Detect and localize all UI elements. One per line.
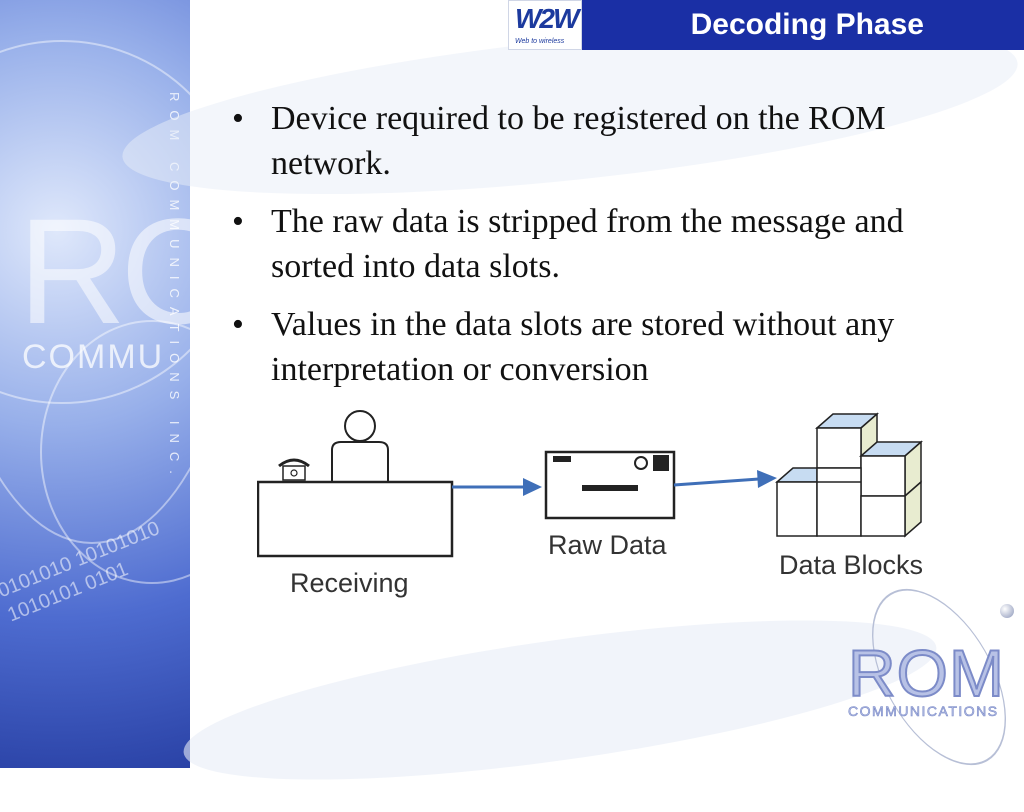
bullet-dot: •	[232, 203, 244, 240]
bullet-text: Device required to be registered on the …	[271, 100, 886, 182]
bullet-item: • The raw data is stripped from the messa…	[226, 199, 966, 289]
vertical-company-text: ROM COMMUNICATIONS INC.	[167, 92, 182, 483]
rom-logo-subtitle: COMMUNICATIONS	[848, 703, 999, 720]
arrow-icon	[452, 478, 542, 496]
logo-tagline: Web to wireless	[515, 38, 565, 45]
company-logo: W2W Web to wireless	[508, 0, 582, 50]
decoding-diagram: Receiving Raw Data Data Blocks	[256, 410, 939, 606]
person-icon	[331, 410, 389, 482]
raw-data-envelope-icon	[544, 450, 676, 520]
data-blocks-label: Data Blocks	[779, 550, 924, 580]
bullet-list: • Device required to be registered on the…	[226, 96, 966, 405]
title-bar: Decoding Phase	[582, 0, 1024, 50]
bullet-text: Values in the data slots are stored with…	[271, 306, 895, 388]
watermark-word: COMMU	[22, 338, 165, 376]
bullet-text: The raw data is stripped from the messag…	[271, 203, 904, 285]
bullet-item: • Device required to be registered on the…	[226, 96, 966, 186]
rom-logo-sphere	[1000, 604, 1014, 618]
bullet-item: • Values in the data slots are stored wit…	[226, 302, 966, 392]
left-decorative-band: RC COMMU ROM COMMUNICATIONS INC. 0101010…	[0, 0, 190, 768]
raw-data-label: Raw Data	[548, 530, 667, 560]
telephone-icon	[278, 458, 310, 481]
bullet-dot: •	[232, 306, 244, 343]
receiving-desk	[256, 480, 454, 558]
background-swoosh	[175, 587, 945, 812]
rom-logo-text: ROM	[847, 636, 1005, 710]
watermark-letters: RC	[18, 187, 190, 355]
logo-text: W2W	[515, 3, 579, 34]
receiving-label: Receiving	[290, 568, 409, 598]
data-blocks-cubes-icon	[775, 412, 923, 538]
bullet-dot: •	[232, 100, 244, 137]
slide-title: Decoding Phase	[690, 8, 924, 41]
diagram-graphic	[256, 410, 923, 558]
arrow-icon	[673, 470, 777, 488]
